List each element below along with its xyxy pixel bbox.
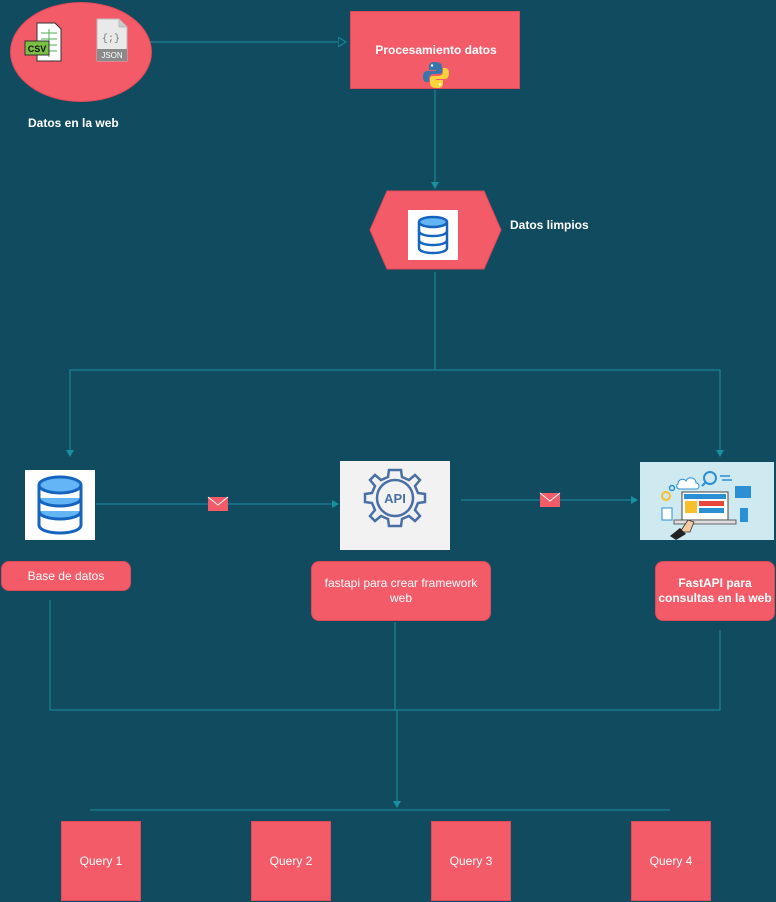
- python-icon: [423, 61, 449, 89]
- json-file-icon: {;} JSON: [95, 17, 129, 63]
- query-label: Query 3: [449, 854, 493, 868]
- svg-text:JSON: JSON: [101, 51, 123, 60]
- query-label: Query 1: [79, 854, 123, 868]
- svg-text:API: API: [384, 491, 406, 506]
- query-node: Query 3: [431, 821, 511, 901]
- fastapi-web-label-text: FastAPI para consultas en la web: [658, 576, 772, 605]
- query-node: Query 4: [631, 821, 711, 901]
- query-node: Query 2: [251, 821, 331, 901]
- svg-text:CSV: CSV: [28, 44, 47, 54]
- svg-text:{;}: {;}: [102, 33, 120, 45]
- query-label: Query 2: [269, 854, 313, 868]
- envelope-icon: [539, 492, 561, 507]
- source-label: Datos en la web: [28, 116, 119, 130]
- fastapi-framework-label: fastapi para crear framework web: [311, 561, 491, 621]
- processing-title: Procesamiento datos: [375, 43, 497, 57]
- api-gear-icon: API: [340, 461, 450, 550]
- fastapi-web-label: FastAPI para consultas en la web: [655, 561, 775, 621]
- query-node: Query 1: [61, 821, 141, 901]
- csv-file-icon: CSV: [23, 21, 63, 63]
- clean-data-node: [369, 190, 502, 270]
- query-label: Query 4: [649, 854, 693, 868]
- database-icon: [408, 210, 458, 260]
- data-source-ellipse: CSV {;} JSON: [10, 2, 152, 102]
- database-label: Base de datos: [1, 561, 131, 591]
- web-dashboard-icon: [640, 462, 774, 540]
- envelope-icon: [207, 496, 229, 511]
- database-icon: [25, 470, 95, 540]
- processing-node: Procesamiento datos: [350, 11, 520, 89]
- database-label-text: Base de datos: [27, 569, 105, 583]
- fastapi-framework-label-text: fastapi para crear framework web: [324, 576, 478, 605]
- clean-data-label: Datos limpios: [510, 218, 589, 232]
